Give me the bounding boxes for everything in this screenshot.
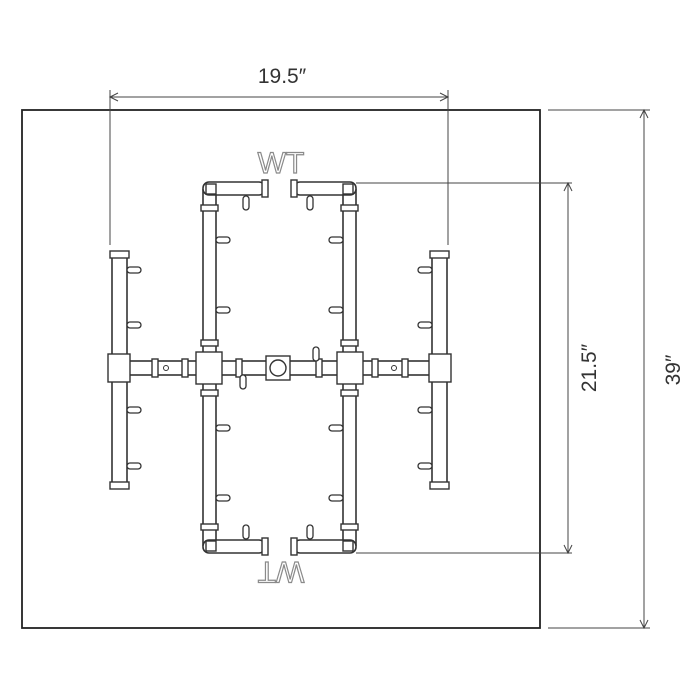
burner-port xyxy=(328,494,344,502)
burner-port xyxy=(306,195,314,211)
end-cap xyxy=(290,537,298,556)
burner-port xyxy=(126,462,142,470)
width-dimension: 19.5″ xyxy=(108,65,450,245)
end-cap xyxy=(429,250,450,259)
coupling xyxy=(315,358,323,378)
coupling xyxy=(371,358,379,378)
coupling xyxy=(340,523,359,531)
burner-port xyxy=(306,524,314,540)
burner-port xyxy=(312,346,320,362)
burner-port xyxy=(328,236,344,244)
wt-mark-bottom: WT xyxy=(258,555,305,588)
elbow xyxy=(342,183,354,195)
cross-fitting xyxy=(195,351,223,385)
coupling xyxy=(200,389,219,397)
tee-fitting xyxy=(428,353,452,383)
burner-port xyxy=(239,374,247,390)
burner-port xyxy=(417,321,433,329)
burner-port xyxy=(328,424,344,432)
end-cap xyxy=(290,179,298,198)
burner-port xyxy=(215,236,231,244)
wt-mark-top: WT xyxy=(258,147,305,180)
burner-port xyxy=(417,462,433,470)
burner-port xyxy=(242,524,250,540)
coupling xyxy=(340,204,359,212)
end-cap xyxy=(109,481,130,490)
overall-dimension: 39″ xyxy=(548,108,685,630)
coupling xyxy=(235,358,243,378)
coupling xyxy=(340,339,359,347)
burner-port xyxy=(215,424,231,432)
fire-pan-outline xyxy=(21,109,541,629)
burner-port xyxy=(417,266,433,274)
width-dimension-label: 19.5″ xyxy=(258,65,307,88)
burner-port xyxy=(242,195,250,211)
burner-port xyxy=(215,306,231,314)
burner-port xyxy=(328,306,344,314)
burner-port xyxy=(126,406,142,414)
coupling xyxy=(200,204,219,212)
end-cap xyxy=(261,179,269,198)
elbow xyxy=(205,540,217,552)
elbow xyxy=(205,183,217,195)
overall-dimension-label: 39″ xyxy=(662,354,685,385)
end-cap xyxy=(429,481,450,490)
tee-fitting xyxy=(107,353,131,383)
coupling xyxy=(200,339,219,347)
coupling xyxy=(181,358,189,378)
burner-port xyxy=(126,266,142,274)
end-cap xyxy=(261,537,269,556)
cross-fitting xyxy=(336,351,364,385)
coupling xyxy=(200,523,219,531)
depth-dimension: 21.5″ xyxy=(356,181,601,555)
depth-dimension-label: 21.5″ xyxy=(578,343,601,392)
elbow xyxy=(342,540,354,552)
burner-port xyxy=(126,321,142,329)
burner-ports xyxy=(126,195,433,540)
burner-port xyxy=(215,494,231,502)
coupling xyxy=(340,389,359,397)
burner-port xyxy=(417,406,433,414)
end-cap xyxy=(109,250,130,259)
coupling xyxy=(151,358,159,378)
coupling xyxy=(401,358,409,378)
burner-assembly xyxy=(107,179,452,556)
